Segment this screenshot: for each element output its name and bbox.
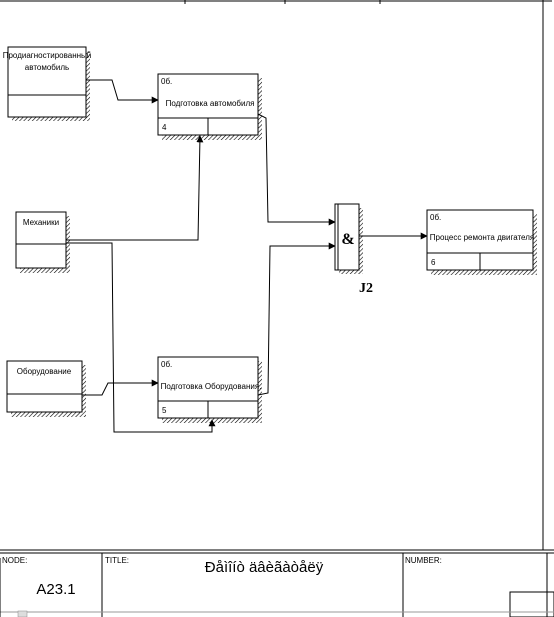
engine-repair-label: Процесс ремонта двигателя (430, 233, 534, 242)
arrow-box-equipment[interactable]: Оборудование (6, 360, 86, 417)
arrow-equipment-to-prep (82, 379, 159, 396)
title-label: TITLE: (105, 556, 129, 565)
activity-engine-repair[interactable]: 0б. Процесс ремонта двигателя 6 (426, 209, 537, 275)
node-label: NODE: (2, 556, 27, 565)
engine-repair-ref: 0б. (430, 213, 441, 222)
arrow-box-mechanics[interactable]: Механики (15, 211, 70, 273)
title-value: Ðåìîíò äâèãàòåëÿ (205, 559, 324, 576)
diagnosed-car-label-2: автомобиль (25, 63, 69, 72)
diagnosed-car-label-1: Продиагностированный (3, 51, 92, 60)
arrow-car-to-prep (86, 79, 159, 104)
arrow-equip-prep-to-junction (257, 242, 336, 396)
activity-car-prep[interactable]: 0б. Подготовка автомобиля 4 (157, 73, 262, 140)
car-prep-ref: 0б. (161, 77, 172, 86)
connectors (66, 79, 428, 433)
car-prep-number: 4 (162, 123, 167, 132)
junction-label: J2 (359, 281, 373, 296)
equip-prep-ref: 0б. (161, 360, 172, 369)
junction-symbol: & (341, 231, 354, 248)
arrow-car-prep-to-junction (257, 113, 336, 226)
engine-repair-number: 6 (431, 258, 436, 267)
footer-frame (0, 549, 554, 617)
equip-prep-number: 5 (162, 406, 167, 415)
arrow-mechanics-to-equip-prep (66, 242, 216, 433)
node-value: A23.1 (36, 581, 75, 598)
number-label: NUMBER: (405, 556, 442, 565)
mechanics-label: Механики (23, 218, 59, 227)
equip-prep-label: Подготовка Оборудования. (161, 382, 262, 391)
equipment-label: Оборудование (17, 367, 72, 376)
car-prep-label: Подготовка автомобиля (166, 99, 255, 108)
arrow-mechanics-to-car-prep (66, 135, 204, 241)
activity-equip-prep[interactable]: 0б. Подготовка Оборудования. 5 (157, 356, 262, 423)
arrow-box-diagnosed-car[interactable]: Продиагностированный автомобиль (3, 46, 92, 121)
junction-and[interactable]: & J2 (334, 203, 373, 296)
